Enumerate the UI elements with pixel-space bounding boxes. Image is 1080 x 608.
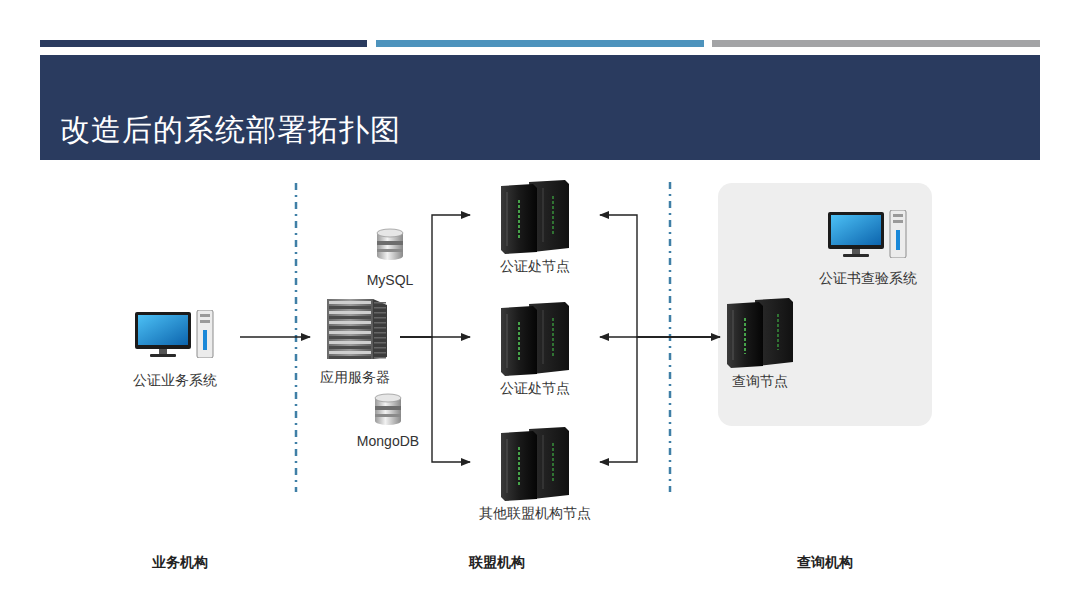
topology-node: 应用服务器	[310, 297, 400, 389]
zone-label: 联盟机构	[427, 553, 567, 571]
node-label: 公证处节点	[500, 258, 570, 275]
topology-node: MongoDB	[343, 393, 433, 455]
topology-node: 其他联盟机构节点	[470, 427, 600, 527]
node-server-icon	[499, 427, 571, 501]
computer-icon	[135, 310, 215, 358]
top-bar	[712, 40, 1040, 47]
topology-node: 公证业务系统	[110, 310, 240, 392]
query-zone-panel	[718, 183, 932, 426]
connector-arrow	[600, 215, 720, 337]
topology-node: MySQL	[352, 228, 428, 294]
node-label: 公证业务系统	[133, 372, 217, 389]
top-bar	[376, 40, 704, 47]
slide-title: 改造后的系统部署拓扑图	[60, 112, 401, 148]
top-bar	[40, 40, 367, 47]
node-label: 公证处节点	[500, 380, 570, 397]
node-server-icon	[499, 180, 571, 254]
node-label: 查询节点	[732, 373, 788, 390]
node-server-icon	[499, 302, 571, 376]
topology-node: 公证处节点	[470, 180, 600, 276]
node-label: MySQL	[367, 272, 414, 289]
node-label: 应用服务器	[320, 369, 390, 386]
database-icon	[373, 393, 403, 425]
connector-arrow	[600, 337, 720, 462]
node-label: 公证书查验系统	[819, 270, 917, 287]
database-icon	[375, 228, 405, 260]
topology-node: 查询节点	[720, 298, 800, 394]
node-label: MongoDB	[357, 433, 419, 450]
node-server-icon	[725, 298, 795, 368]
server-rack-icon	[319, 297, 391, 359]
topology-node: 公证书查验系统	[812, 210, 924, 290]
node-label: 其他联盟机构节点	[479, 505, 591, 522]
zone-label: 业务机构	[110, 553, 250, 571]
topology-node: 公证处节点	[470, 302, 600, 398]
connector-arrow	[240, 336, 310, 337]
title-banner	[40, 55, 1040, 160]
zone-label: 查询机构	[755, 553, 895, 571]
computer-icon	[828, 210, 908, 258]
